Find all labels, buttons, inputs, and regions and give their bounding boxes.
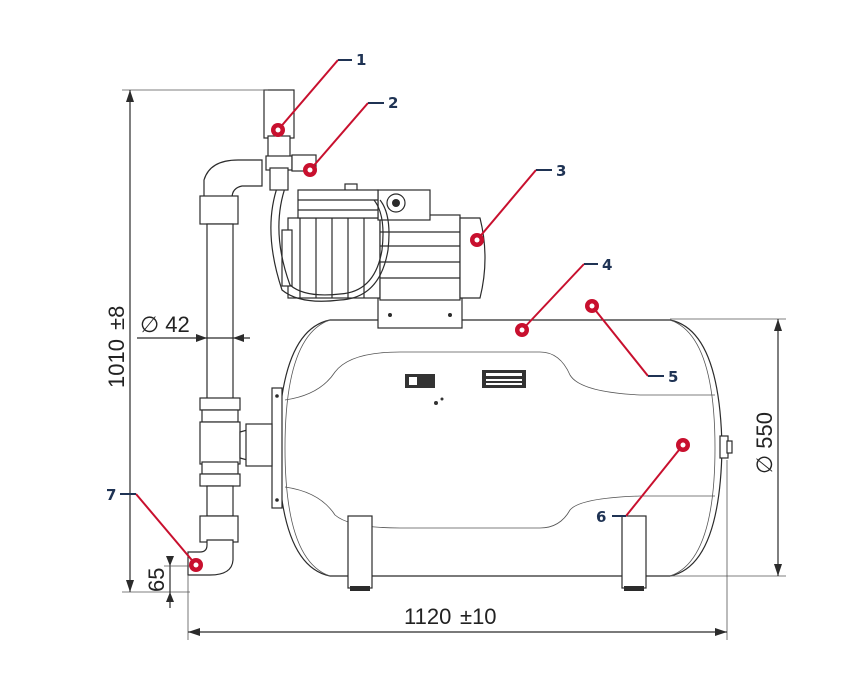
pressure-tank [271,319,733,591]
callout-4: 4 [515,256,612,337]
tank-foot-left [347,515,373,589]
dim-height-tolerance: ±8 [104,306,129,330]
callout-label-1: 1 [356,51,366,69]
callout-2: 2 [303,94,398,177]
dim-height-total: 1010 [104,339,129,388]
callout-label-6: 6 [596,508,606,526]
callout-label-3: 3 [556,162,566,180]
callout-7: 7 [106,486,203,572]
tank-foot-right [621,515,647,589]
callout-label-4: 4 [602,256,612,274]
callout-label-5: 5 [668,368,678,386]
dim-length-tolerance: ±10 [460,604,497,629]
callout-label-2: 2 [388,94,398,112]
dim-length-total: 1120 [404,604,451,629]
callout-label-7: 7 [106,486,116,504]
callout-5: 5 [585,299,678,386]
dimension-lines [122,89,786,640]
discharge-pipe [187,159,273,576]
pressure-switch [263,89,295,191]
dim-tank-diameter: ∅ 550 [752,412,777,474]
callout-3: 3 [470,162,566,247]
callout-6: 6 [596,438,690,526]
dim-pipe-diameter: ∅ 42 [140,312,190,337]
dim-outlet-height: 65 [144,568,169,592]
pump-assembly [270,183,486,329]
callout-1: 1 [271,51,366,137]
